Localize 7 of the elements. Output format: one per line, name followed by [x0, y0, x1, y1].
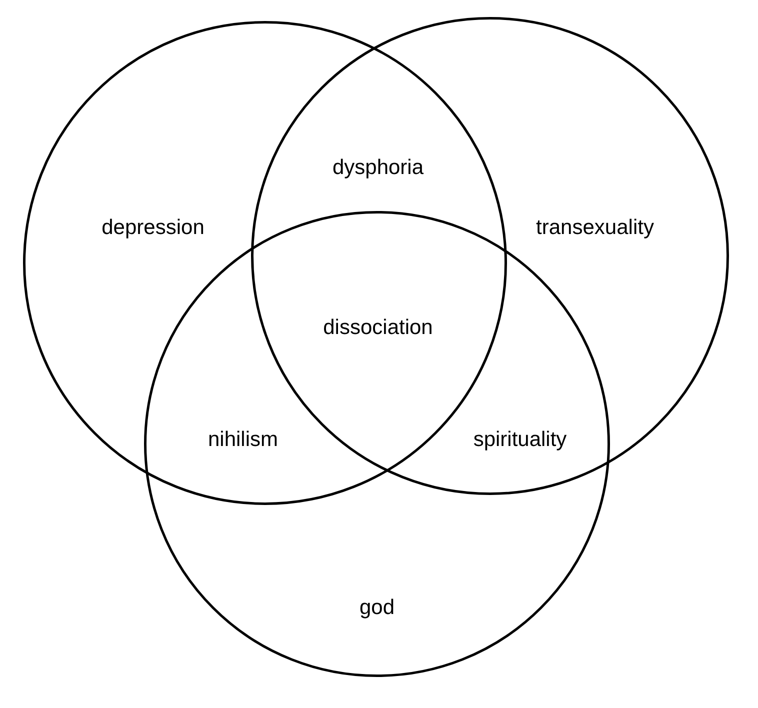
- overlap-label: spirituality: [473, 428, 567, 452]
- set-label: transexuality: [536, 216, 654, 240]
- set-label: depression: [102, 216, 204, 240]
- overlap-label: nihilism: [208, 428, 278, 452]
- overlap-label: dysphoria: [332, 156, 424, 180]
- set-label: god: [359, 596, 395, 620]
- overlap-label: dissociation: [323, 316, 433, 340]
